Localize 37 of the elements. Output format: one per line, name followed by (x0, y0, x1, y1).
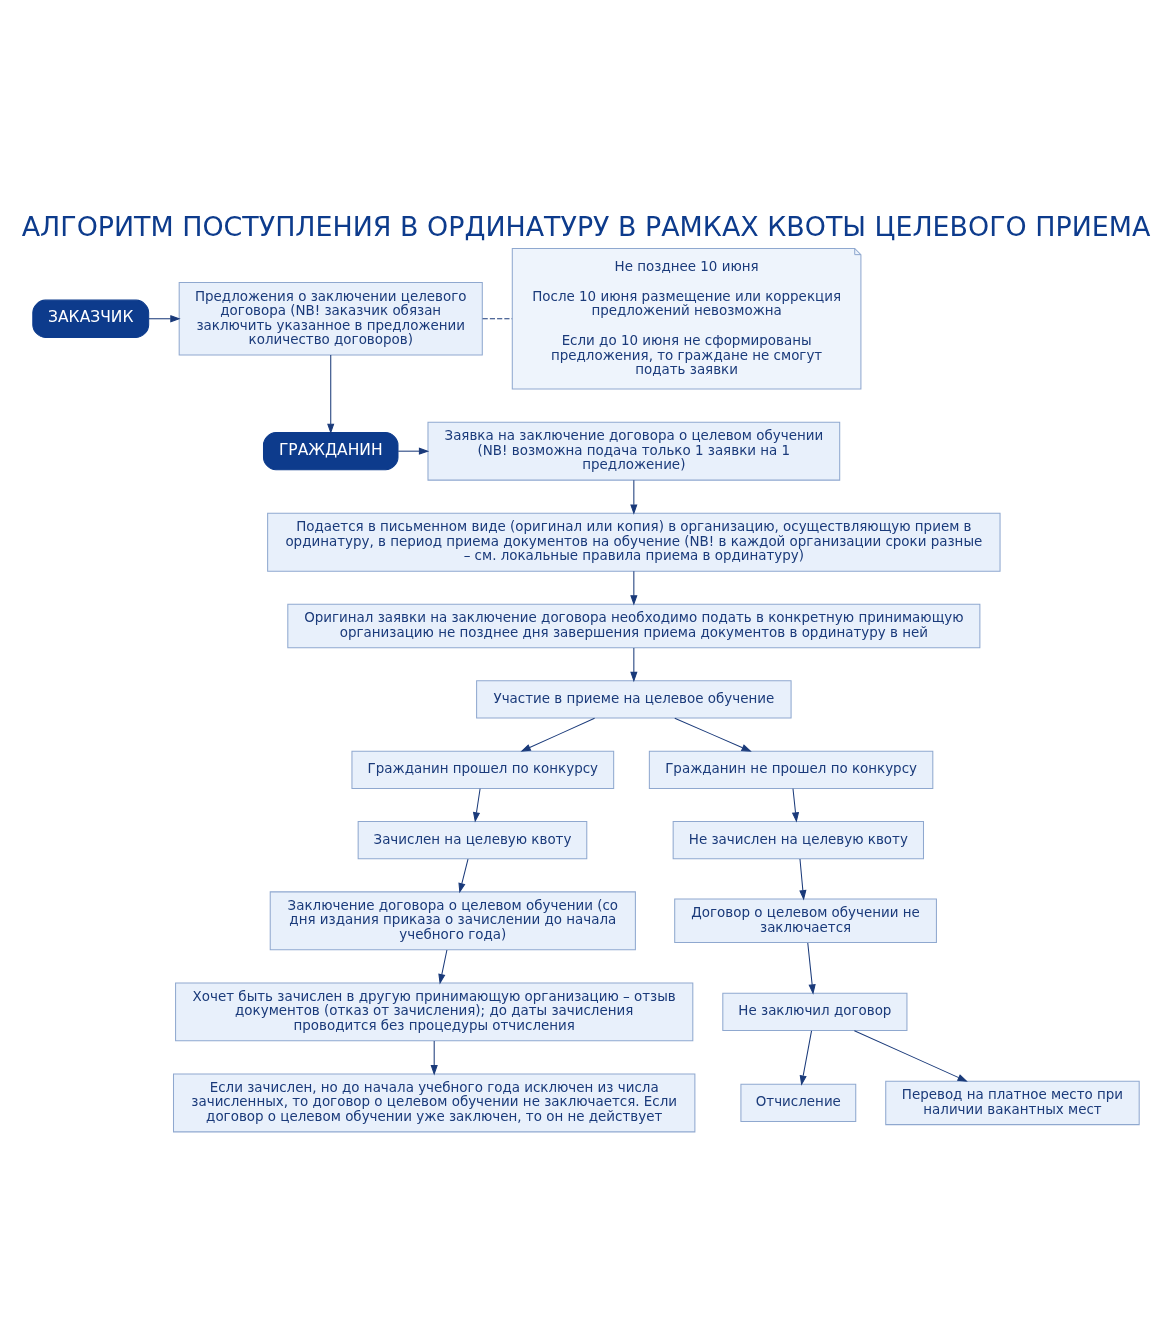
arrow (674, 717, 752, 752)
arrow (799, 1030, 813, 1086)
node-box: Предложения о заключении целевого договора (NB! заказчик обязан заключить указанное в предложении количество договоров) (178, 282, 483, 356)
arrow (397, 447, 430, 455)
node-box: Договор о целевом обучении не заключается (674, 898, 937, 944)
node-box: Перевод на платное место при наличии вакантных мест (885, 1080, 1140, 1126)
node-box: Заключение договора о целевом обучении (со дня издания приказа о зачислении до начала учебного года) (269, 891, 636, 951)
arrow (520, 717, 596, 752)
node-box: Гражданин не прошел по конкурсу (648, 750, 934, 789)
node-box: Подается в письменном виде (оригинал или копия) в организацию, осуществляющую прием в ординатуру, в период приема документов на обучение (NB! в каждой организации сроки разные – см. локальные правила приема в ординатуру) (267, 512, 1001, 572)
node-box: ЗАКАЗЧИК (32, 299, 150, 338)
arrow (630, 570, 638, 606)
node-box: Участие в приеме на целевое обучение (476, 680, 792, 719)
node-box: Хочет быть зачислен в другую принимающую организацию – отзыв документов (отказ от зачисления); до даты зачисления проводится без процедуры отчисления (175, 982, 694, 1042)
node-box: Оригинал заявки на заключение договора необходимо подать в конкретную принимающую организацию не позднее дня завершения приема документов в ординатуру в ней (287, 603, 981, 649)
arrow (430, 1040, 438, 1076)
node-box: Не заключил договор (722, 992, 908, 1031)
arrow (807, 942, 816, 995)
arrow (472, 788, 481, 823)
node-box: Если зачислен, но до начала учебного года исключен из числа зачисленных, то договор о целевом обучении не заключается. Если договор о целевом обучении уже заключен, то он не действует (173, 1073, 696, 1133)
arrow (853, 1030, 968, 1082)
node-box: Отчисление (740, 1083, 857, 1123)
arrow (799, 858, 807, 901)
node-box: Зачислен на целевую квоту (357, 821, 588, 860)
arrow (630, 647, 638, 683)
arrow (630, 479, 638, 515)
node-box: ГРАЖДАНИН (263, 432, 399, 471)
node-box: Заявка на заключение договора о целевом обучении (NB! возможна подача только 1 заявки на 1 предложение) (427, 421, 841, 481)
node-box: Гражданин прошел по конкурсу (351, 750, 615, 789)
arrow (327, 354, 335, 434)
connector (482, 318, 513, 320)
arrow (438, 949, 448, 985)
arrow (791, 788, 800, 823)
node-box: Не зачислен на целевую квоту (672, 821, 924, 860)
arrow (458, 858, 469, 894)
diagram-title: АЛГОРИТМ ПОСТУПЛЕНИЯ В ОРДИНАТУРУ В РАМКАХ КВОТЫ ЦЕЛЕВОГО ПРИЕМА (21, 210, 1151, 242)
arrow (148, 315, 181, 323)
